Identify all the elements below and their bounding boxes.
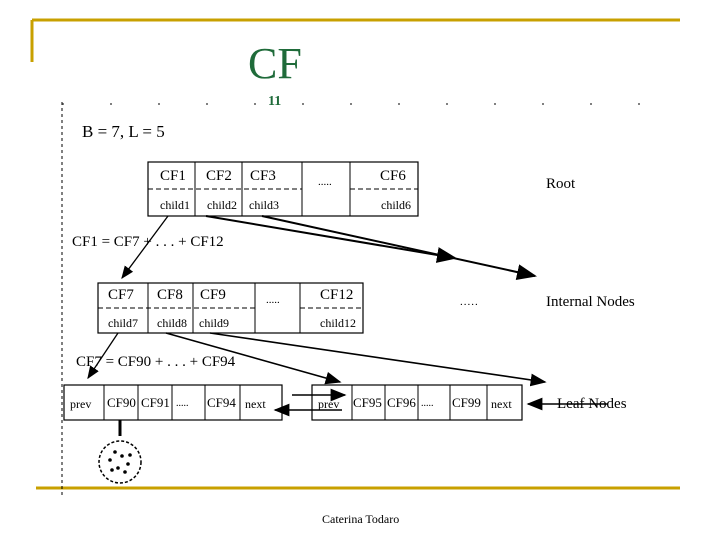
- root-cf-2: CF2: [206, 168, 232, 184]
- leaf-right-next: next: [491, 397, 512, 411]
- cluster-circle: [98, 440, 142, 484]
- root-child-6: child6: [381, 198, 411, 212]
- arrow-child1-internal: [121, 215, 169, 280]
- internal-child-7: child7: [108, 316, 138, 330]
- slide-footer: Caterina Todaro: [322, 512, 400, 526]
- root-child-3: child3: [249, 198, 279, 212]
- level-label-internal: Internal Nodes: [546, 294, 635, 310]
- internal-ellipsis: .....: [266, 294, 280, 306]
- root-cf-3: CF3: [250, 168, 276, 184]
- leaf-left-cf-94: CF94: [207, 395, 236, 410]
- cluster-points: [108, 450, 132, 474]
- leaf-left-next: next: [245, 397, 266, 411]
- arrow-child2: [205, 215, 457, 263]
- leaf-left-ellipsis: .....: [176, 398, 189, 409]
- arrow-child3: [261, 215, 537, 280]
- root-child-2: child2: [207, 198, 237, 212]
- internal-child-12: child12: [320, 316, 356, 330]
- leaf-right-ellipsis: .....: [421, 398, 434, 409]
- arrow-child8: [165, 332, 342, 385]
- leaf-left-prev: prev: [70, 397, 92, 411]
- leaf-left-cf-91: CF91: [141, 395, 170, 410]
- internal-row-ellipsis: .....: [460, 296, 479, 308]
- slide-subtitle-fragment: 11: [268, 94, 282, 109]
- leaf-node-right: [311, 384, 523, 421]
- leaf-right-cf-96: CF96: [387, 395, 416, 410]
- leaf-left-cf-90: CF90: [107, 395, 136, 410]
- cf7-equation: CF7 = CF90 + . . . + CF94: [76, 354, 236, 370]
- root-child-1: child1: [160, 198, 190, 212]
- arrow-child9: [209, 332, 547, 387]
- internal-node: [97, 282, 364, 334]
- internal-cf-9: CF9: [200, 287, 226, 303]
- cf1-equation: CF1 = CF7 + . . . + CF12: [72, 234, 224, 250]
- root-ellipsis: .....: [318, 176, 332, 188]
- root-cf-6: CF6: [380, 168, 406, 184]
- internal-child-9: child9: [199, 316, 229, 330]
- level-label-root: Root: [546, 176, 576, 192]
- leaf-right-cf-95: CF95: [353, 395, 382, 410]
- root-cf-1: CF1: [160, 168, 186, 184]
- internal-cf-12: CF12: [320, 287, 354, 303]
- leaf-right-prev: prev: [318, 397, 340, 411]
- level-label-leaf: Leaf Nodes: [557, 396, 627, 412]
- internal-child-8: child8: [157, 316, 187, 330]
- arrow-child7-leaf: [87, 332, 119, 380]
- slide-title: CF: [248, 39, 302, 88]
- leaf-right-cf-99: CF99: [452, 395, 481, 410]
- root-node: [147, 161, 419, 217]
- leaf-node-left: [63, 384, 283, 421]
- internal-cf-7: CF7: [108, 287, 134, 303]
- tree-params: B = 7, L = 5: [82, 122, 165, 141]
- internal-cf-8: CF8: [157, 287, 183, 303]
